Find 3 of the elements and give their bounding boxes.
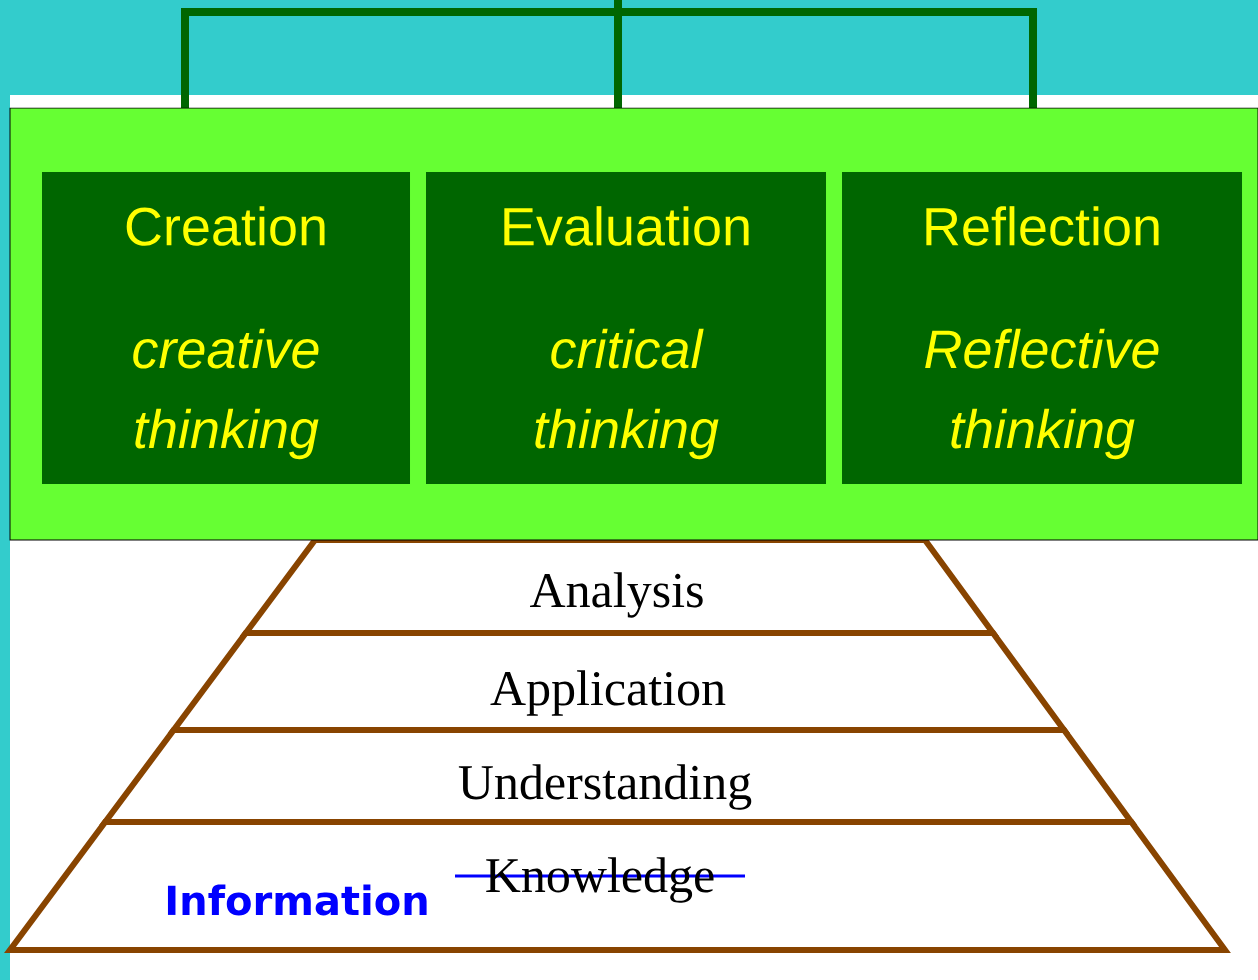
process-box: Reflection Reflective thinking <box>842 172 1242 484</box>
process-box: Evaluation critical thinking <box>426 172 826 484</box>
process-box: Creation creative thinking <box>42 172 410 484</box>
